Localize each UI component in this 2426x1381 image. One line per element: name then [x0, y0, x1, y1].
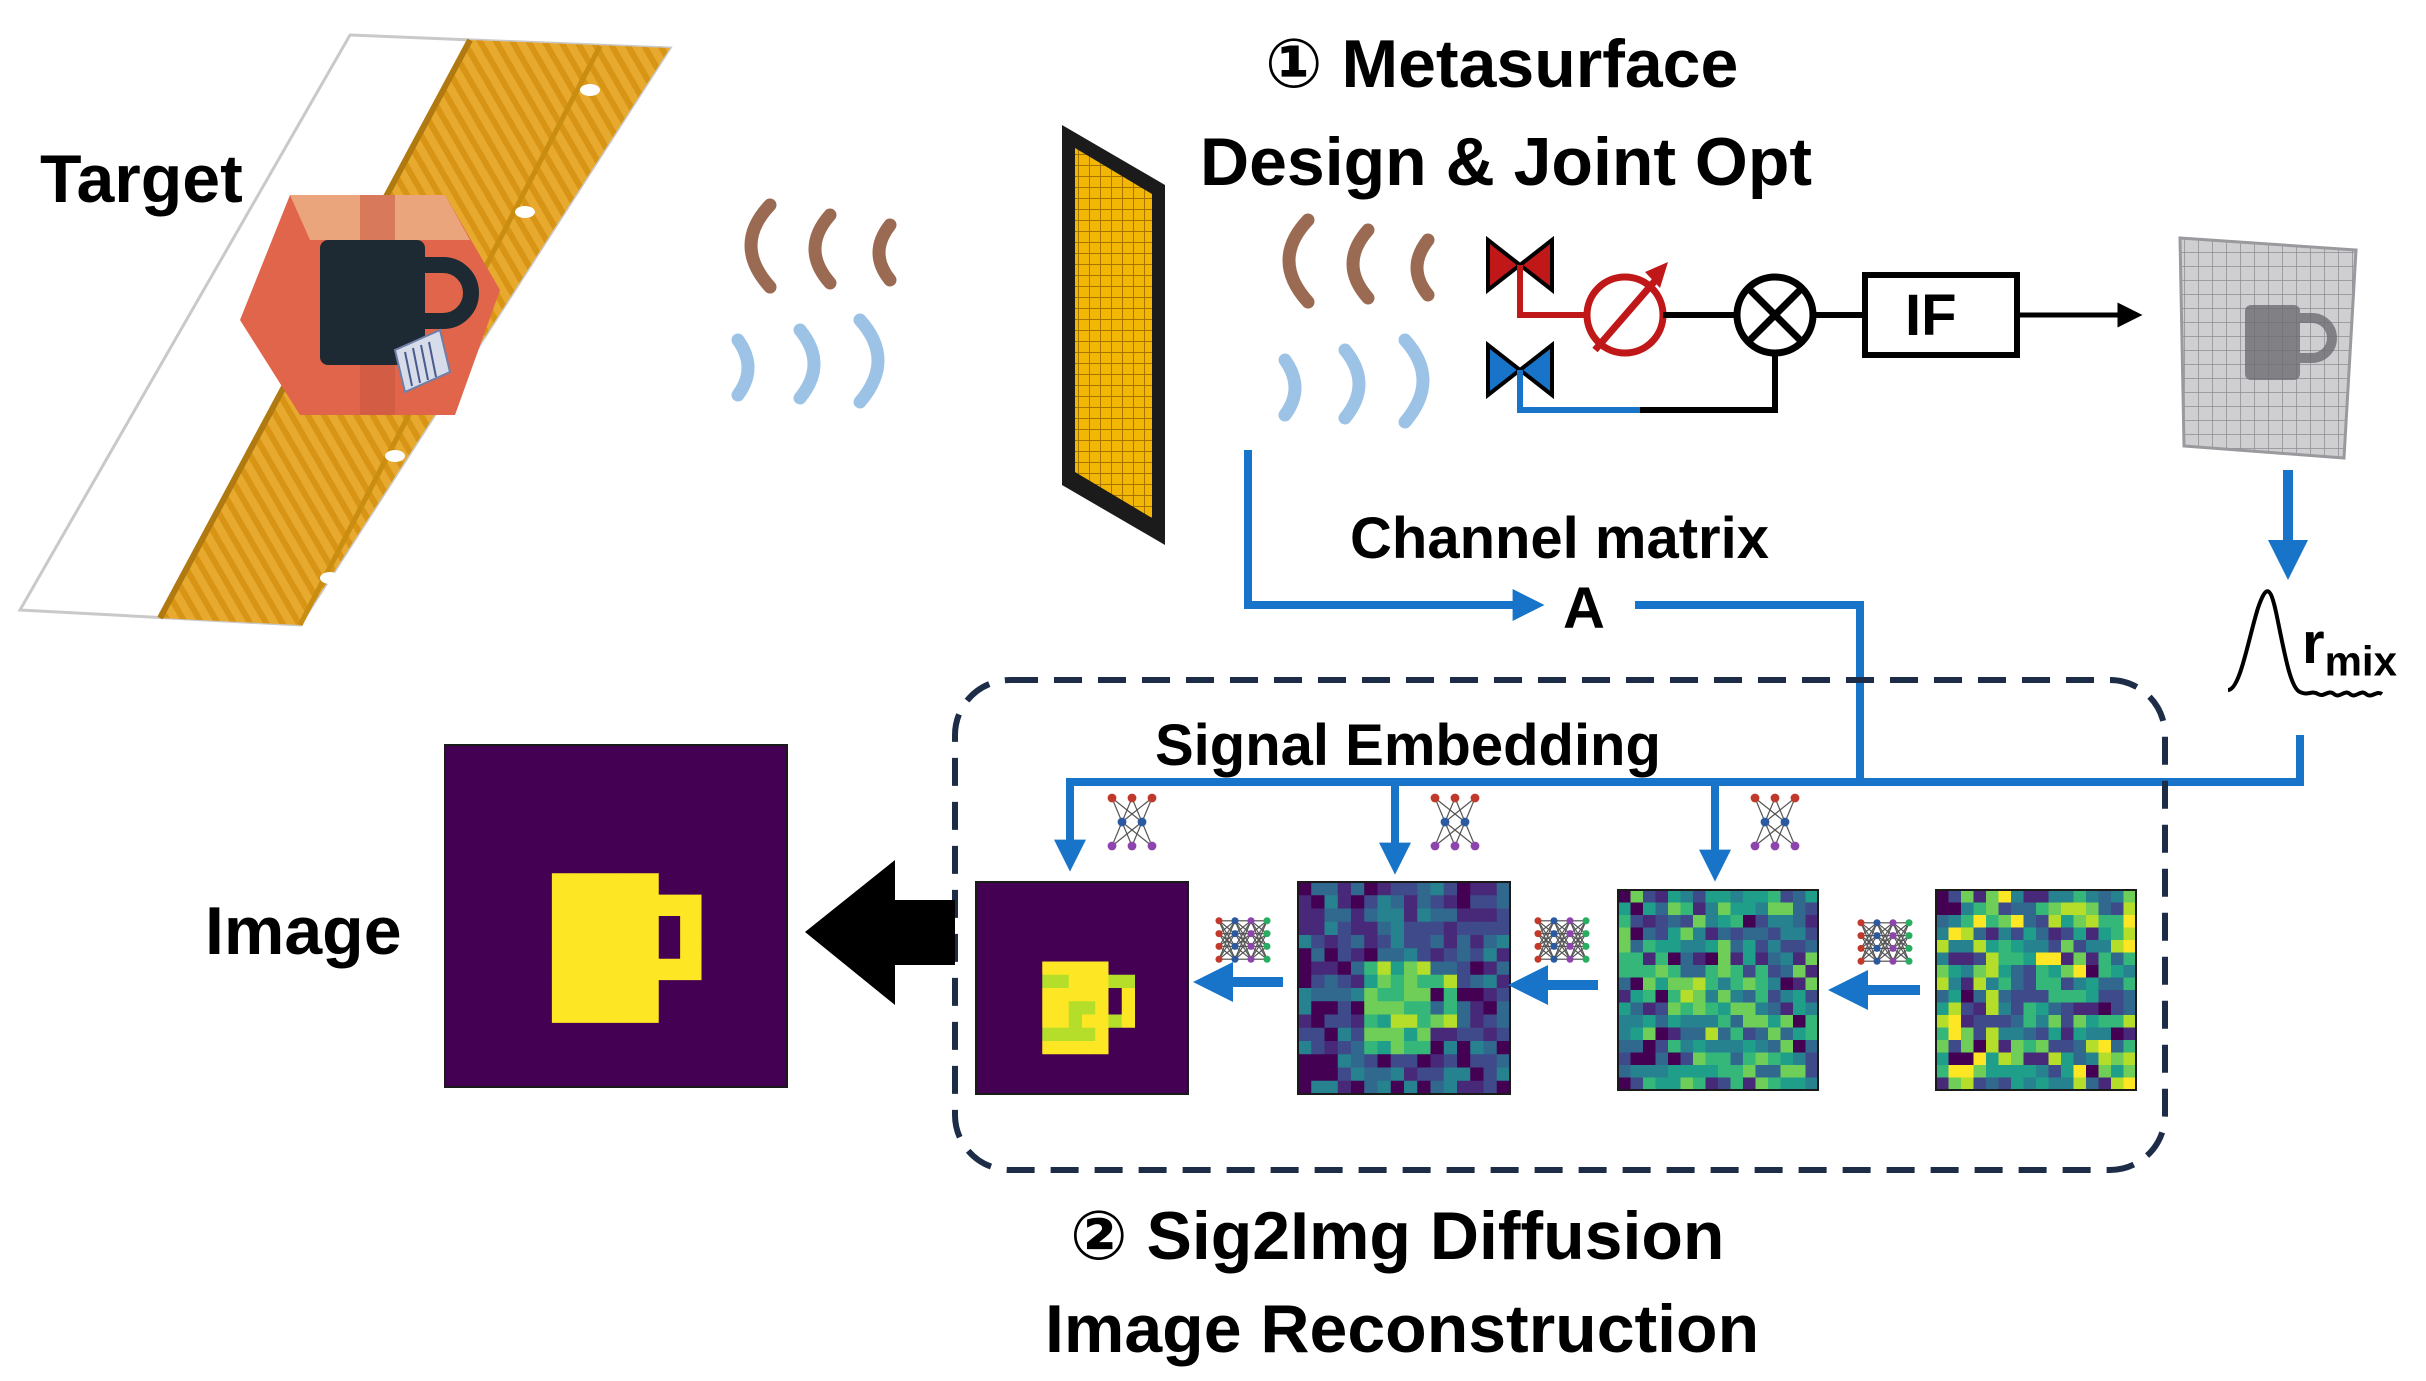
step1-subtitle: Design & Joint Opt — [1200, 124, 1812, 200]
step1-title: ① Metasurface — [1265, 26, 1739, 102]
receive-waves-right — [1278, 333, 1430, 429]
channel-matrix-label: Channel matrix — [1350, 506, 1769, 571]
if-block — [1862, 272, 2020, 358]
mixer-icon — [1733, 273, 1817, 357]
receive-waves-left — [731, 313, 885, 409]
target-label: Target — [40, 141, 243, 217]
signal-to-embedding-line — [1054, 735, 2304, 872]
r-mix-label: rmix — [2302, 610, 2397, 686]
transmit-waves-right — [1282, 213, 1435, 309]
denoising-network-icon-3 — [1857, 919, 1913, 965]
embedding-network-icon-1 — [1107, 793, 1157, 851]
if-block-label: IF — [1905, 283, 1957, 348]
diffusion-module-box — [952, 677, 2168, 1173]
embedding-network-icon-3 — [1750, 793, 1800, 851]
channel-matrix-symbol: A — [1563, 576, 1605, 641]
r-mix-subscript: mix — [2324, 637, 2397, 685]
image-label: Image — [205, 893, 402, 969]
diffusion-step-4-noise — [1935, 889, 2137, 1091]
r-mix-waveform — [2227, 589, 2384, 698]
embedding-network-icon-2 — [1430, 793, 1480, 851]
denoising-network-icon-2 — [1534, 917, 1590, 963]
channel-matrix-to-embedding-line — [1635, 601, 1864, 782]
step2-subtitle: Image Reconstruction — [1045, 1291, 1760, 1367]
denoising-network-icon-1 — [1215, 917, 1271, 963]
step2-title: ② Sig2Img Diffusion — [1070, 1198, 1725, 1274]
rx-signal-path — [1517, 312, 1865, 413]
tx-antenna-icon — [1486, 235, 1554, 295]
phase-shifter-icon — [1583, 262, 1668, 357]
signal-embedding-label: Signal Embedding — [1155, 713, 1661, 778]
metasurface-panel — [1062, 125, 1165, 545]
diffusion-step-1-image — [975, 881, 1189, 1095]
rx-antenna-icon — [1486, 340, 1554, 400]
r-mix-symbol: r — [2302, 611, 2325, 676]
radar-image-screen — [2178, 236, 2358, 460]
output-arrow — [805, 860, 955, 1005]
tx-signal-path — [1517, 265, 1585, 318]
output-image — [444, 744, 788, 1088]
channel-matrix-arrow — [1244, 450, 1545, 621]
diffusion-step-2-image — [1297, 881, 1511, 1095]
transmit-waves-left — [744, 198, 897, 294]
target-package-with-mug — [240, 195, 500, 415]
diffusion-step-3-image — [1617, 889, 1819, 1091]
